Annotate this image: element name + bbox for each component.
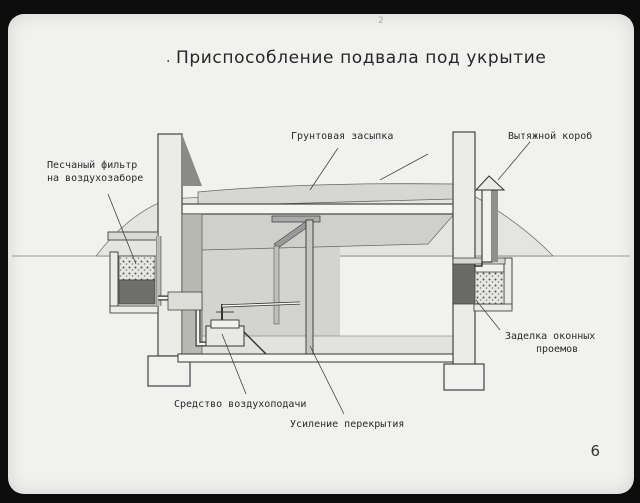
reinforcement-beam bbox=[271, 215, 321, 223]
sand-filter bbox=[118, 255, 156, 281]
title-dash: · bbox=[166, 54, 171, 70]
right-wall bbox=[452, 131, 476, 368]
leader-exhaust-duct bbox=[497, 141, 531, 181]
right-lightwell-wall bbox=[503, 257, 513, 309]
label-exhaust-duct: Вытяжной короб bbox=[508, 131, 593, 142]
exhaust-duct-bend bbox=[474, 262, 483, 267]
leader-air-supply bbox=[221, 333, 247, 395]
sand-filter-lower bbox=[118, 279, 156, 305]
window-sealing bbox=[473, 271, 505, 305]
top-mark: 2 bbox=[378, 16, 384, 26]
label-window-sealing-2: проемов bbox=[536, 344, 579, 355]
leader-window-sealing bbox=[475, 299, 501, 331]
left-wall-top bbox=[182, 134, 202, 186]
lightwell-base bbox=[109, 305, 159, 314]
leader-soil-backfill bbox=[309, 147, 339, 191]
exhaust-duct-inner bbox=[492, 190, 498, 262]
duct-box bbox=[167, 291, 203, 311]
label-window-sealing-1: Заделка оконных bbox=[505, 331, 596, 342]
blower-handle bbox=[243, 331, 267, 355]
label-sand-filter-2: на воздухозаборе bbox=[47, 173, 144, 184]
label-sand-filter-1: Песчаный фильтр bbox=[47, 160, 138, 171]
page-number: 6 bbox=[590, 442, 600, 460]
reinforcement-post bbox=[305, 219, 314, 355]
page-title: Приспособление подвала под укрытие bbox=[176, 48, 547, 68]
rear-post bbox=[273, 245, 280, 325]
leader-ceiling-reinforcement bbox=[309, 345, 345, 415]
basement-shelter-diagram bbox=[12, 131, 630, 415]
leader-soil-to-mound bbox=[379, 153, 429, 181]
slide: 2 · Приспособление подвала под укрытие bbox=[8, 14, 634, 494]
blower-top bbox=[210, 319, 240, 329]
label-ceiling-reinforcement: Усиление перекрытия bbox=[290, 419, 405, 430]
lightwell-cover bbox=[107, 231, 159, 241]
leader-sand-filter bbox=[107, 193, 137, 265]
exhaust-duct-cap bbox=[474, 175, 506, 191]
exhaust-duct bbox=[481, 189, 493, 263]
ceiling-slab bbox=[175, 203, 462, 215]
window-sealing-cover bbox=[452, 257, 506, 265]
air-intake-grate bbox=[156, 236, 162, 306]
blower-base bbox=[205, 325, 245, 347]
right-footing bbox=[443, 363, 485, 391]
label-soil-backfill: Грунтовая засыпка bbox=[291, 131, 394, 142]
left-lightwell-wall bbox=[109, 251, 119, 313]
floor-slab bbox=[177, 353, 454, 363]
label-air-supply: Средство воздухоподачи bbox=[174, 399, 307, 410]
window-sealing-brick bbox=[452, 259, 476, 305]
interior-ceiling bbox=[189, 211, 457, 251]
